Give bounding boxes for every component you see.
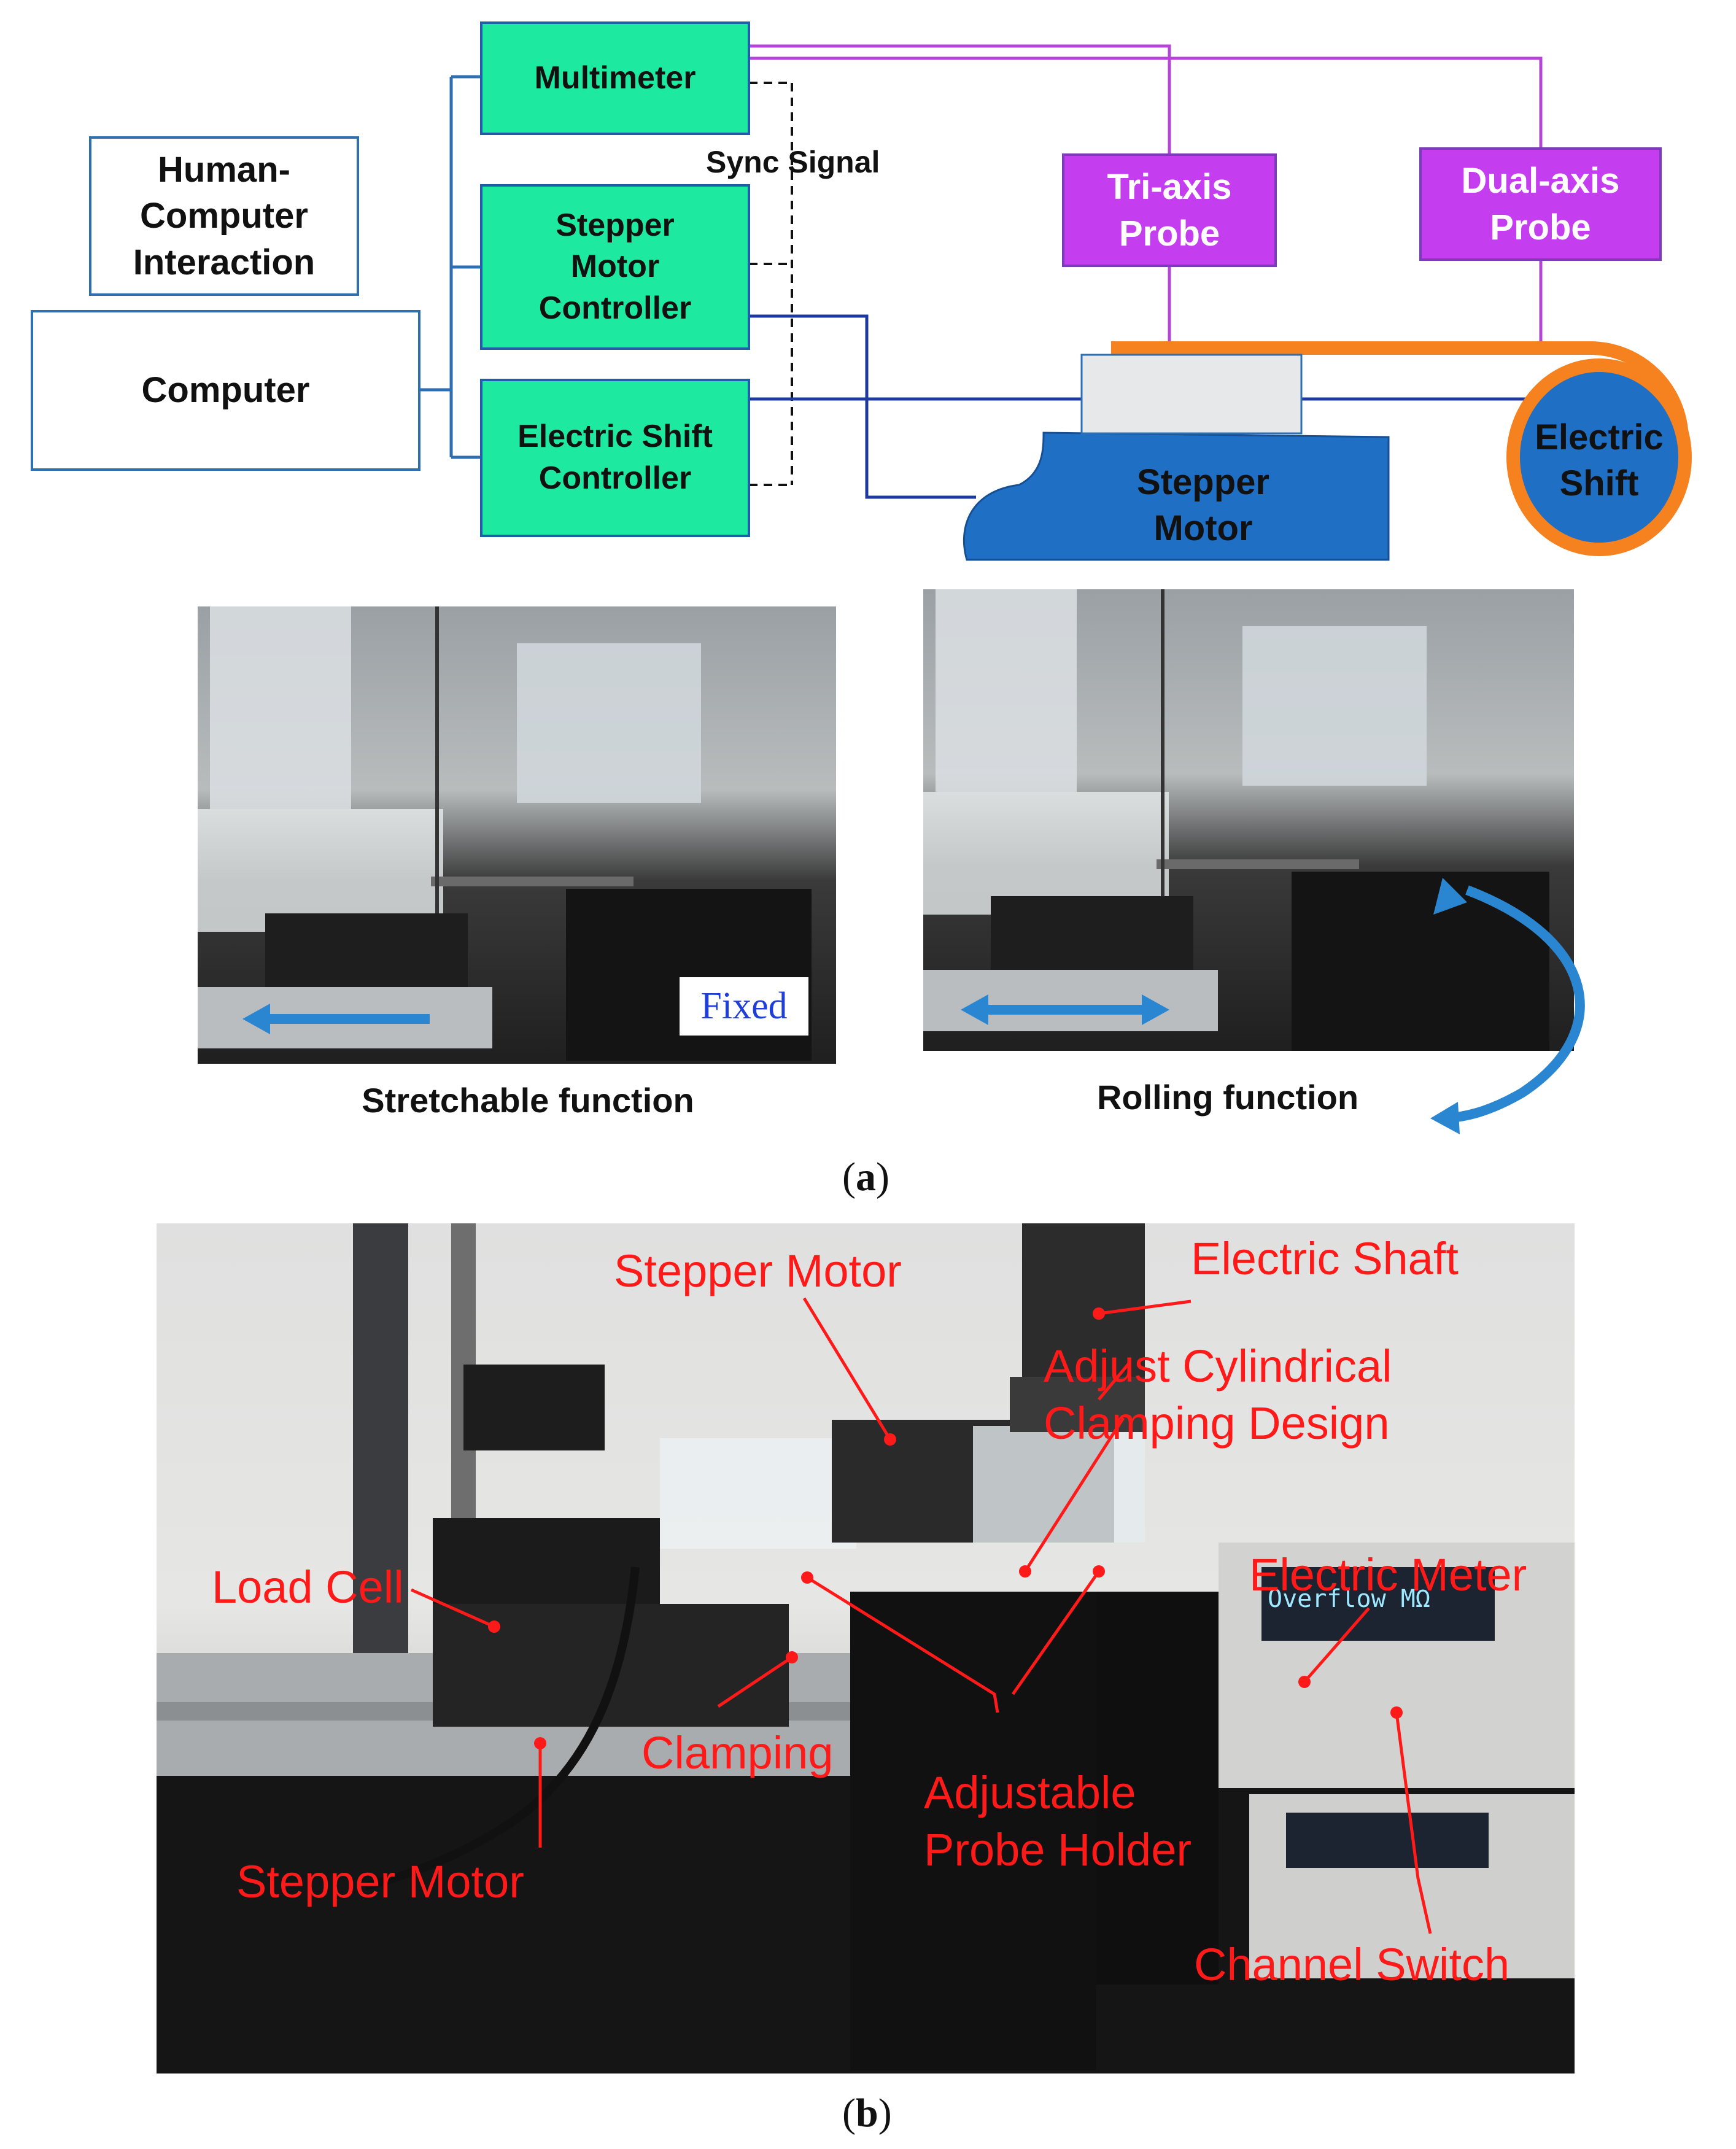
sync-signal-label: Sync Signal: [706, 145, 880, 179]
callout-probe-holder: Adjustable Probe Holder: [924, 1767, 1192, 1875]
stepper-motor-shape: [963, 432, 1390, 561]
stepper-motor-text: Stepper Motor: [1137, 462, 1269, 548]
stretchable-caption: Stretchable function: [362, 1081, 694, 1120]
callout-stepper-motor-bottom: Stepper Motor: [236, 1856, 524, 1907]
callout-clamping: Clamping: [641, 1727, 834, 1778]
rolling-caption: Rolling function: [1096, 1078, 1359, 1117]
fixed-label: Fixed: [680, 977, 808, 1036]
callout-electric-shaft: Electric Shaft: [1191, 1233, 1459, 1284]
electric-shift-controller-box: Electric Shift Controller: [480, 379, 750, 537]
panel-a-letter: a: [855, 1155, 876, 1199]
dual-axis-probe-box: Dual-axis Probe: [1419, 147, 1662, 261]
callout-adjust-clamp: Adjust Cylindrical Clamping Design: [1044, 1341, 1392, 1449]
tri-axis-probe-box: Tri-axis Probe: [1062, 153, 1277, 267]
stage-block: [1080, 354, 1303, 435]
panel-b-letter: b: [855, 2091, 878, 2135]
computer-box: Computer: [31, 310, 420, 471]
electric-shift-cylinder: [1506, 358, 1692, 556]
callout-stepper-motor-top: Stepper Motor: [614, 1245, 902, 1296]
stepper-motor-controller-box: Stepper Motor Controller: [480, 184, 750, 350]
panel-a-close: ): [875, 1155, 889, 1199]
callout-channel-switch: Channel Switch: [1194, 1939, 1510, 1990]
rolling-photo: [923, 589, 1574, 1051]
panel-b-open: (: [842, 2091, 856, 2135]
electric-shift-text: Electric Shift: [1535, 417, 1664, 503]
panel-a-open: (: [842, 1155, 856, 1199]
callout-load-cell: Load Cell: [212, 1562, 404, 1613]
meter-display-text: Overflow MΩ: [1268, 1585, 1430, 1613]
panel-label-a: (a): [842, 1154, 889, 1201]
multimeter-box: Multimeter: [480, 21, 750, 135]
human-computer-interaction-box: Human- Computer Interaction: [89, 136, 359, 296]
callout-electric-meter: Electric Meter: [1249, 1549, 1527, 1600]
setup-photo: Overflow MΩ: [157, 1223, 1575, 2073]
panel-label-b: (b): [842, 2090, 892, 2137]
panel-b-close: ): [878, 2091, 892, 2135]
